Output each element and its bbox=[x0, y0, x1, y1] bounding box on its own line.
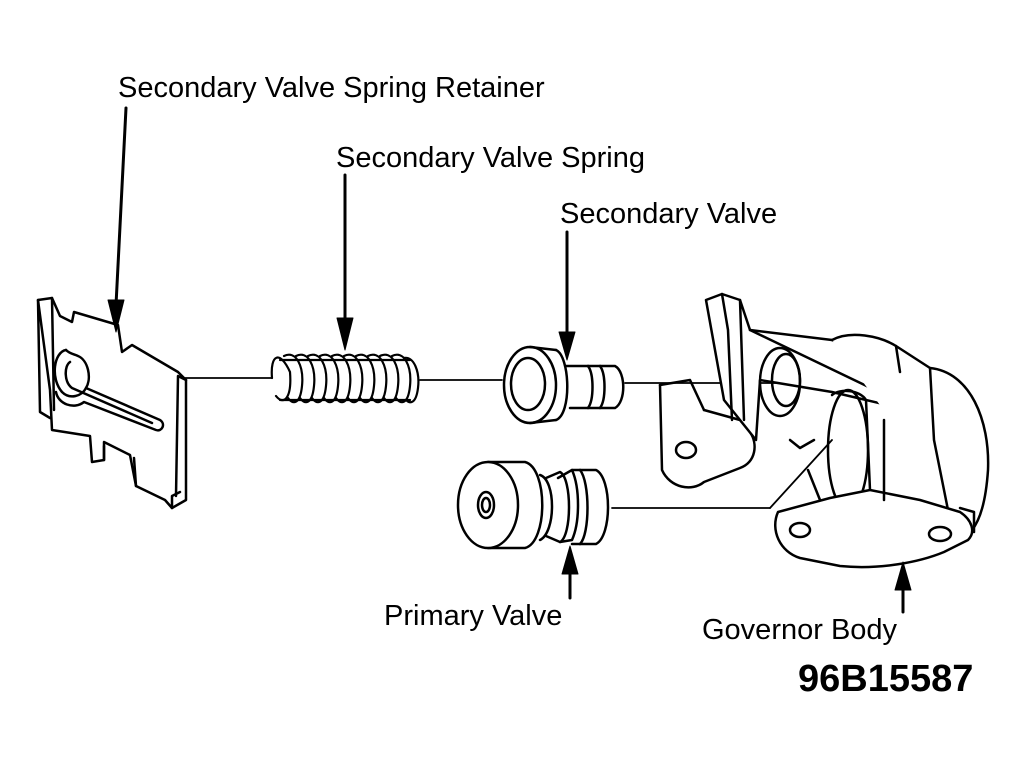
label-primary-valve: Primary Valve bbox=[384, 600, 563, 632]
label-secondary-valve: Secondary Valve bbox=[560, 198, 778, 230]
label-governor-body: Governor Body bbox=[702, 614, 898, 646]
arrow-secondary-valve bbox=[558, 230, 576, 361]
leader-arrows bbox=[107, 106, 912, 614]
secondary-valve-spring-part bbox=[270, 353, 420, 404]
label-secondary-valve-spring: Secondary Valve Spring bbox=[336, 142, 645, 174]
governor-body-part bbox=[658, 292, 990, 569]
assembly-axis-lines bbox=[182, 377, 833, 509]
label-secondary-valve-spring-retainer: Secondary Valve Spring Retainer bbox=[118, 72, 545, 104]
arrow-primary-valve bbox=[561, 545, 579, 600]
arrow-retainer bbox=[107, 106, 128, 333]
secondary-valve-part bbox=[502, 345, 625, 425]
primary-valve-part bbox=[456, 460, 610, 550]
arrow-governor-body bbox=[894, 561, 912, 614]
spring-retainer-part bbox=[36, 296, 188, 510]
figure-code: 96B15587 bbox=[798, 658, 974, 700]
arrow-spring bbox=[336, 173, 354, 351]
